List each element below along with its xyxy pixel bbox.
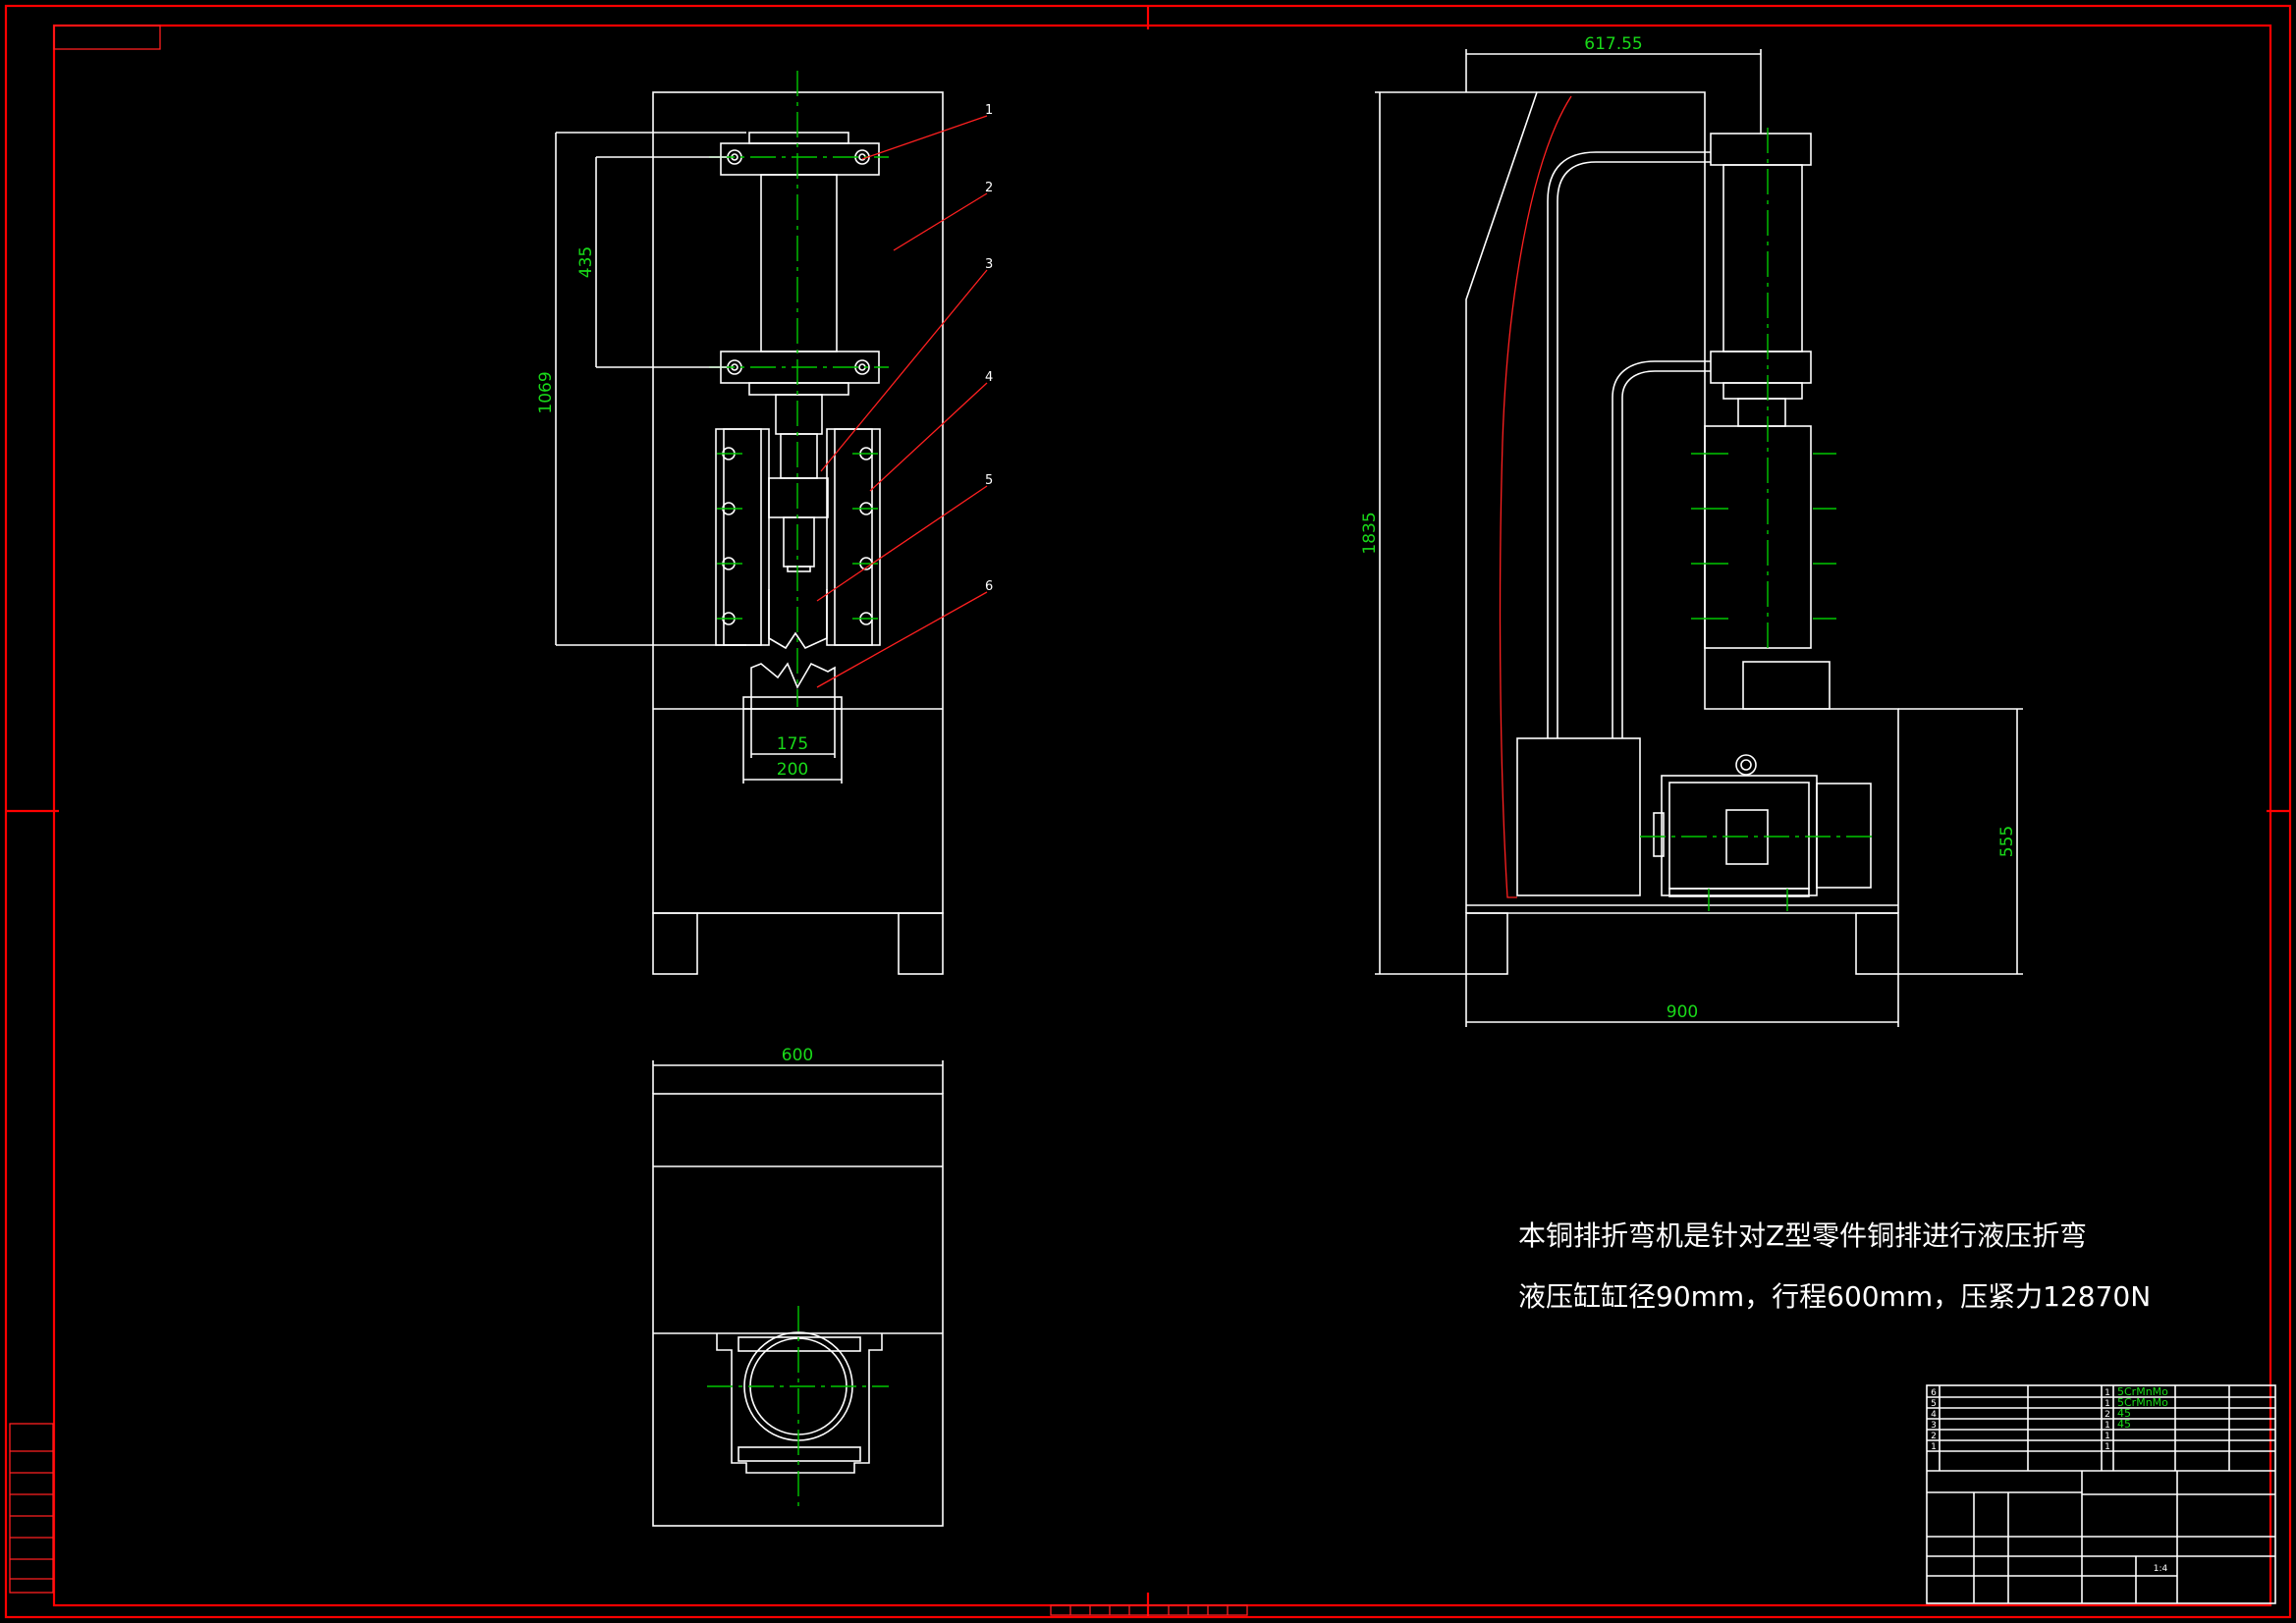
note-line-2: 液压缸缸径90mm，行程600mm，压紧力12870N bbox=[1518, 1280, 2151, 1313]
leader-1: 1 bbox=[985, 103, 993, 118]
plan-view: 600 bbox=[652, 1046, 944, 1527]
leader-3: 3 bbox=[985, 257, 993, 272]
bom-row-5-no: 5 bbox=[1931, 1399, 1937, 1409]
bom-row-2-qty: 1 bbox=[2105, 1432, 2110, 1441]
bom-row-5-material: 5CrMnMo bbox=[2117, 1396, 2168, 1409]
dim-side-base-height: 555 bbox=[1997, 826, 2017, 857]
bom-row-4-qty: 2 bbox=[2105, 1410, 2110, 1420]
front-view: 1069 435 175 200 1 2 3 4 5 6 bbox=[536, 71, 993, 975]
bom-row-4-no: 4 bbox=[1931, 1410, 1937, 1420]
part-leaders: 1 2 3 4 5 6 bbox=[816, 103, 993, 688]
bom-row-3-qty: 1 bbox=[2105, 1421, 2110, 1431]
bom-row-3-no: 3 bbox=[1931, 1421, 1937, 1431]
bom-row-4-material: 45 bbox=[2117, 1407, 2131, 1420]
bottom-ruler-ticks bbox=[1069, 1605, 1229, 1615]
side-view: 617.55 1835 555 900 bbox=[1360, 34, 2023, 1027]
title-block-scale: 1:4 bbox=[2154, 1564, 2168, 1574]
leader-2: 2 bbox=[985, 181, 993, 195]
dim-front-height: 1069 bbox=[536, 371, 556, 413]
dim-side-height: 1835 bbox=[1360, 512, 1380, 554]
dim-plan-width: 600 bbox=[782, 1046, 813, 1065]
technical-notes: 本铜排折弯机是针对Z型零件铜排进行液压折弯 液压缸缸径90mm，行程600mm，… bbox=[1518, 1219, 2151, 1313]
leader-4: 4 bbox=[985, 370, 993, 385]
bom-row-1-qty: 1 bbox=[2105, 1442, 2110, 1452]
sheet-frame bbox=[4, 4, 2292, 1619]
leader-6: 6 bbox=[985, 579, 993, 594]
bom-row-6-material: 5CrMnMo bbox=[2117, 1385, 2168, 1398]
leader-5: 5 bbox=[985, 473, 993, 488]
dim-die-inner: 175 bbox=[777, 734, 808, 754]
dim-side-top-width: 617.55 bbox=[1584, 34, 1642, 54]
dim-die-outer: 200 bbox=[777, 760, 808, 780]
dim-cylinder-spacing: 435 bbox=[576, 246, 596, 278]
left-revision-strip bbox=[9, 1423, 54, 1594]
bom-table: 6 1 5CrMnMo 5 1 5CrMnMo 4 2 45 3 1 45 2 … bbox=[1931, 1385, 2168, 1452]
bom-row-1-no: 1 bbox=[1931, 1442, 1937, 1452]
dim-side-width: 900 bbox=[1667, 1002, 1698, 1022]
bom-row-5-qty: 1 bbox=[2105, 1399, 2110, 1409]
bom-row-2-no: 2 bbox=[1931, 1432, 1937, 1441]
bom-row-6-no: 6 bbox=[1931, 1388, 1937, 1398]
note-line-1: 本铜排折弯机是针对Z型零件铜排进行液压折弯 bbox=[1518, 1219, 2087, 1252]
title-block: 6 1 5CrMnMo 5 1 5CrMnMo 4 2 45 3 1 45 2 … bbox=[1926, 1384, 2276, 1604]
bom-row-3-material: 45 bbox=[2117, 1418, 2131, 1431]
bom-row-6-qty: 1 bbox=[2105, 1388, 2110, 1398]
